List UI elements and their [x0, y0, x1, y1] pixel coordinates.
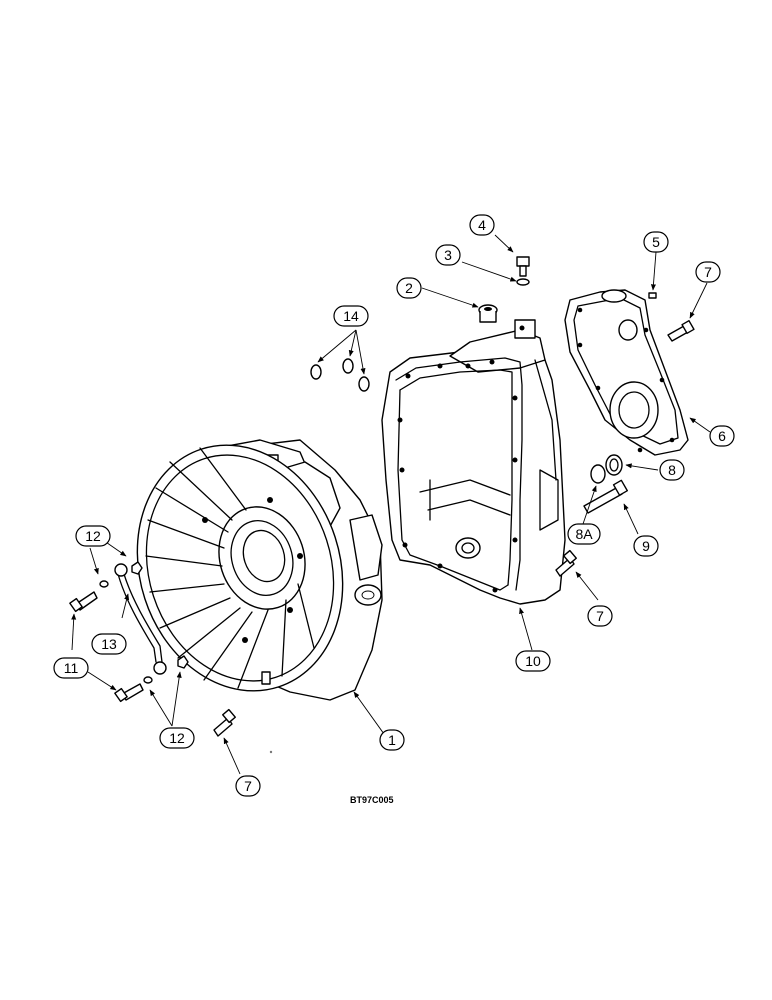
- callout-8a[interactable]: 8A: [567, 523, 601, 545]
- svg-text:3: 3: [444, 247, 452, 263]
- svg-text:1: 1: [388, 732, 396, 748]
- svg-text:12: 12: [169, 730, 185, 746]
- callout-7[interactable]: 7: [695, 261, 721, 283]
- bolt-bottom: [213, 708, 236, 737]
- bolt-middle: [555, 549, 577, 577]
- callout-2[interactable]: 2: [396, 277, 422, 299]
- svg-text:8A: 8A: [575, 526, 593, 542]
- plug-8: [590, 454, 623, 484]
- callout-8[interactable]: 8: [659, 459, 685, 481]
- stray-mark: [269, 750, 273, 754]
- front-cover: [564, 289, 689, 456]
- callout-10[interactable]: 10: [515, 650, 551, 672]
- svg-text:11: 11: [64, 660, 79, 676]
- svg-text:13: 13: [101, 636, 117, 652]
- callout-12[interactable]: 12: [75, 525, 111, 547]
- callout-7[interactable]: 7: [235, 775, 261, 797]
- callout-9[interactable]: 9: [633, 535, 659, 557]
- screw-and-washer: [516, 256, 530, 286]
- long-bolt: [583, 479, 629, 514]
- callout-12[interactable]: 12: [159, 727, 195, 749]
- reference-code: BT97C005: [350, 795, 394, 805]
- svg-text:7: 7: [596, 608, 604, 624]
- svg-text:12: 12: [85, 528, 101, 544]
- o-rings: [310, 358, 370, 392]
- callout-6[interactable]: 6: [709, 425, 735, 447]
- bolt-top-right: [667, 319, 695, 342]
- callout-5[interactable]: 5: [643, 231, 669, 253]
- svg-text:2: 2: [405, 280, 413, 296]
- callout-7[interactable]: 7: [587, 605, 613, 627]
- callout-1[interactable]: 1: [379, 729, 405, 751]
- callout-13[interactable]: 13: [91, 633, 127, 655]
- ground-cable: [69, 561, 189, 703]
- svg-text:7: 7: [704, 264, 712, 280]
- flywheel-housing: [136, 439, 383, 701]
- callout-4[interactable]: 4: [469, 214, 495, 236]
- transmission-housing: [381, 319, 566, 605]
- dowel-pin: [648, 292, 657, 299]
- svg-text:7: 7: [244, 778, 252, 794]
- svg-text:9: 9: [642, 538, 650, 554]
- svg-text:10: 10: [525, 653, 541, 669]
- svg-text:14: 14: [343, 308, 359, 324]
- callout-11[interactable]: 11: [53, 657, 89, 679]
- callout-3[interactable]: 3: [435, 244, 461, 266]
- leader-lines: [71, 234, 711, 775]
- callout-14[interactable]: 14: [333, 305, 369, 327]
- svg-text:8: 8: [668, 462, 676, 478]
- svg-text:6: 6: [718, 428, 726, 444]
- plug: [478, 304, 498, 323]
- svg-text:5: 5: [652, 234, 660, 250]
- svg-text:4: 4: [478, 217, 486, 233]
